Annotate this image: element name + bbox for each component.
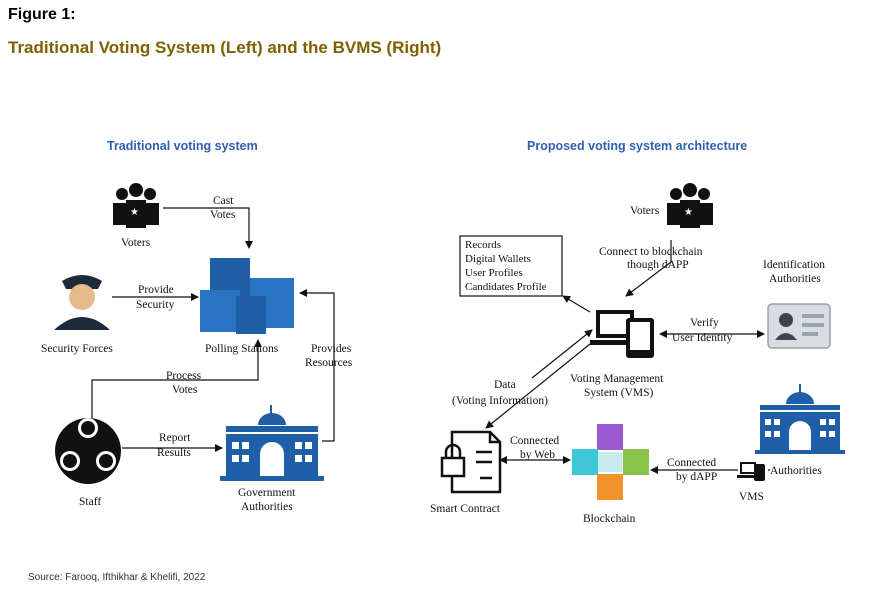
svg-text:★: ★ (130, 207, 139, 218)
edge-cast-votes (163, 207, 253, 249)
edge-process-votes (91, 339, 262, 418)
edge-report-results-l2: Results (157, 447, 191, 459)
records-item-2: Digital Wallets (465, 253, 531, 265)
edge-provides-resources-l1: Provides (311, 343, 352, 355)
id-auth-label-2: Authorities (769, 273, 821, 285)
staff-icon (55, 418, 121, 484)
small-vms-label: VMS (739, 491, 764, 503)
edge-provide-security-l2: Security (136, 299, 175, 311)
edge-vms-records (562, 295, 591, 313)
edge-process-votes-l2: Votes (172, 384, 198, 396)
voters-icon: ★ (113, 183, 159, 228)
right-heading: Proposed voting system architecture (527, 139, 747, 153)
right-voters-icon: ★ (667, 183, 713, 228)
left-gov-label-2: Authorities (241, 501, 293, 513)
left-heading: Traditional voting system (107, 139, 258, 153)
records-item-1: Records (465, 239, 501, 251)
security-officer-icon (54, 275, 110, 330)
edge-provides-resources-l2: Resources (305, 357, 353, 369)
edge-provide-security-l1: Provide (138, 284, 174, 296)
edge-cast-votes-l2: Votes (210, 209, 236, 221)
right-authorities-label: Authorities (770, 465, 822, 477)
edge-report-results-l1: Report (159, 432, 191, 444)
edge-verify-l1: Verify (690, 317, 719, 329)
left-gov-label-1: Government (238, 487, 296, 499)
edge-data-l2: (Voting Information) (452, 395, 548, 407)
left-staff-label: Staff (79, 496, 101, 508)
vms-devices-icon (590, 310, 654, 358)
right-voters-label: Voters (630, 205, 660, 217)
polling-stations-icon (200, 258, 294, 334)
edge-process-votes-l1: Process (166, 370, 202, 382)
small-vms-icon (737, 462, 765, 481)
edge-data-1 (531, 329, 593, 379)
figure-label: Figure 1: (8, 6, 76, 23)
edge-connect-blockchain-l2: though dAPP (627, 259, 689, 271)
records-box (459, 235, 563, 297)
vms-label-2: System (VMS) (584, 387, 653, 399)
records-item-4: Candidates Profile (465, 281, 547, 293)
right-government-windows (765, 419, 835, 450)
blockchain-icon (572, 424, 649, 500)
id-auth-label-1: Identification (763, 259, 825, 271)
left-polling-label: Polling Stations (205, 343, 279, 355)
edge-verify-l2: User Identity (672, 332, 733, 344)
edge-provides-resources (299, 289, 335, 442)
id-card-icon (767, 303, 831, 349)
edge-connected-web-l1: Connected (510, 435, 559, 447)
records-item-3: User Profiles (465, 267, 523, 279)
smart-contract-icon (440, 430, 502, 494)
vms-label-1: Voting Management (570, 373, 664, 385)
edge-cast-votes-l1: Cast (213, 195, 234, 207)
figure-title: Traditional Voting System (Left) and the… (8, 38, 442, 57)
edge-connected-dapp-l1: Connected (667, 457, 716, 469)
edge-connected-dapp-l2: by dAPP (676, 471, 717, 483)
smart-contract-label: Smart Contract (430, 503, 501, 515)
figure-source: Source: Farooq, Ifthikhar & Khelifi, 202… (28, 572, 206, 583)
edge-connected-web-l2: by Web (520, 449, 555, 461)
left-voters-label: Voters (121, 237, 151, 249)
svg-text:★: ★ (684, 207, 693, 218)
left-security-label: Security Forces (41, 343, 113, 355)
blockchain-label: Blockchain (583, 513, 636, 525)
edge-connect-blockchain-l1: Connect to blockchain (599, 246, 703, 258)
edge-data-l1: Data (494, 379, 516, 391)
edge-data-2 (485, 343, 591, 429)
government-windows (232, 442, 312, 476)
edge-connect-blockchain (625, 240, 672, 297)
